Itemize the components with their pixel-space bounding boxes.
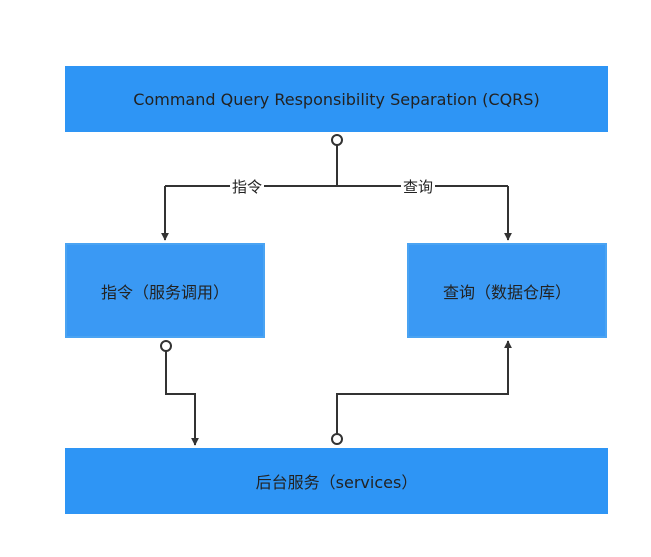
connector-origin-top — [331, 134, 343, 146]
connector-origin-command — [160, 340, 172, 352]
command-box: 指令（服务调用） — [65, 243, 265, 338]
services-box-label: 后台服务（services） — [255, 473, 418, 492]
edge-label-command: 指令 — [230, 178, 265, 196]
connector-origin-services — [331, 433, 343, 445]
edge-label-query: 查询 — [401, 178, 436, 196]
cqrs-box: Command Query Responsibility Separation … — [65, 66, 608, 132]
services-box: 后台服务（services） — [65, 448, 608, 514]
command-box-label: 指令（服务调用） — [100, 282, 229, 302]
connector-command-to-services — [165, 351, 199, 446]
query-box: 查询（数据仓库） — [407, 243, 607, 338]
connector-top-split — [165, 140, 508, 187]
query-box-label: 查询（数据仓库） — [442, 282, 571, 302]
connector-services-to-query — [336, 340, 512, 434]
cqrs-box-label: Command Query Responsibility Separation … — [133, 89, 540, 109]
